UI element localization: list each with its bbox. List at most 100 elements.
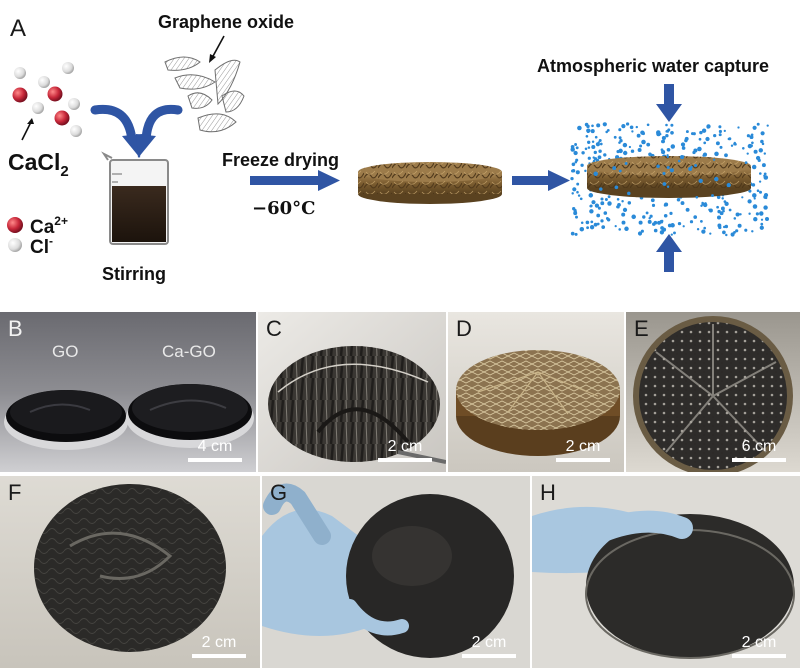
water-droplet [690, 165, 693, 169]
water-droplet [589, 209, 594, 214]
water-droplet [618, 128, 622, 132]
water-droplet [696, 227, 700, 231]
water-droplet [621, 124, 626, 129]
water-arrow-down [656, 84, 682, 122]
photo-panel-c: C 2 cm [258, 312, 446, 472]
water-droplet [631, 214, 636, 220]
water-droplet [670, 144, 676, 149]
water-droplet [656, 164, 660, 168]
water-droplet [765, 217, 769, 221]
water-droplet [718, 129, 722, 134]
panel-letter-h: H [540, 480, 556, 505]
water-arrow-up [656, 234, 682, 272]
water-droplet [744, 228, 748, 232]
water-droplet [756, 122, 760, 126]
water-droplet [627, 191, 631, 196]
water-droplet [598, 139, 602, 142]
water-droplet [589, 204, 593, 208]
water-droplet [665, 130, 668, 133]
water-droplet [665, 123, 668, 127]
water-droplet [751, 141, 754, 145]
water-droplet [733, 217, 737, 220]
water-droplet [624, 162, 628, 165]
water-droplet [751, 183, 756, 187]
water-droplet [666, 165, 670, 170]
water-droplet [739, 213, 742, 216]
water-droplet [703, 226, 707, 230]
water-droplet [702, 152, 708, 157]
water-droplet [663, 203, 667, 207]
water-droplet [760, 218, 764, 221]
water-droplet [593, 171, 598, 177]
photo-panel-h: H 2 cm [532, 476, 800, 668]
water-droplet [724, 153, 728, 158]
mixing-arrow-head-right [136, 134, 156, 158]
scale-bar-b: 4 cm [188, 438, 242, 462]
scale-bar-g-label: 2 cm [471, 634, 507, 651]
water-droplet [599, 142, 603, 146]
water-droplet [714, 151, 719, 157]
water-droplet [616, 150, 620, 154]
panel-letter-e: E [634, 316, 649, 341]
water-droplet [714, 176, 719, 182]
water-droplet [663, 214, 668, 218]
water-droplet [597, 206, 601, 210]
photo-c-image [258, 312, 446, 472]
water-droplet [706, 125, 710, 129]
mixing-arrows [90, 104, 183, 145]
water-droplet [717, 215, 721, 220]
water-droplet [752, 125, 757, 130]
water-droplet [748, 212, 751, 215]
scale-bar-f-label: 2 cm [201, 634, 237, 651]
scale-bar-c: 2 cm [378, 438, 432, 462]
ion-legend: Ca2+ Cl- [7, 214, 68, 258]
water-droplet [728, 137, 732, 141]
water-droplet [593, 157, 598, 161]
ca-go-label: Ca-GO [162, 342, 216, 361]
water-droplet [751, 230, 754, 233]
water-droplet [622, 142, 628, 148]
water-droplet [760, 139, 764, 144]
water-droplet [717, 223, 722, 228]
water-droplet [577, 194, 581, 197]
water-droplet [763, 152, 766, 155]
water-droplet [708, 208, 713, 213]
water-droplet [576, 182, 580, 186]
water-droplet [573, 150, 578, 156]
water-droplet [656, 130, 661, 135]
scale-bar-e: 6 cm [732, 438, 786, 462]
water-droplet [590, 129, 595, 134]
water-droplet [621, 212, 626, 217]
water-droplet [722, 209, 725, 213]
graphene-oxide-pointer-head [209, 54, 216, 63]
water-droplet [667, 128, 671, 132]
water-droplet [659, 219, 664, 224]
water-droplet [642, 215, 646, 219]
water-droplet [752, 204, 758, 209]
water-droplet [636, 133, 641, 138]
water-droplet [758, 172, 762, 175]
water-droplet [759, 190, 762, 194]
water-droplet [660, 148, 664, 152]
photo-panel-e: E 6 cm [626, 312, 800, 472]
aerogel-disk [358, 162, 502, 204]
water-droplet [741, 196, 744, 199]
water-droplet [753, 197, 756, 200]
water-droplet [666, 155, 669, 159]
water-droplet [661, 139, 665, 144]
water-droplet [721, 197, 724, 200]
water-droplet [679, 155, 685, 160]
water-droplet [742, 147, 745, 150]
water-droplet [666, 147, 671, 152]
water-droplet [631, 130, 634, 133]
water-droplet [580, 163, 584, 167]
water-droplet [761, 163, 766, 168]
photo-d-image [448, 312, 624, 472]
water-droplet [755, 155, 761, 161]
water-droplet [584, 122, 589, 127]
water-droplet [676, 198, 681, 202]
water-droplet [587, 140, 591, 144]
water-droplet [616, 198, 620, 201]
water-droplet [718, 133, 722, 137]
water-droplet [628, 145, 632, 149]
